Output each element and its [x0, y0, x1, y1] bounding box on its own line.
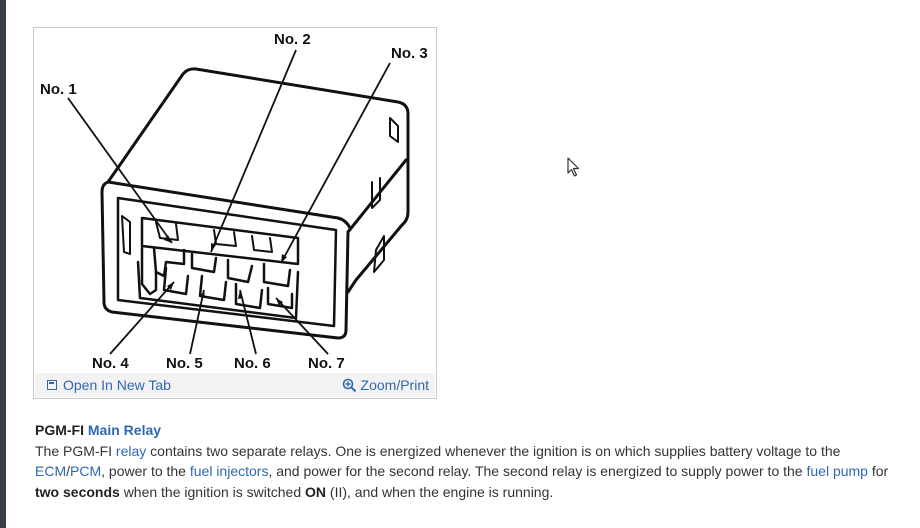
- mouse-pointer-icon: [567, 157, 580, 177]
- figure-toolbar: Open In New Tab Zoom/Print: [35, 373, 435, 397]
- zoom-print-link[interactable]: Zoom/Print: [342, 377, 429, 393]
- caption-text-5: for: [871, 463, 889, 479]
- slash-text: /: [66, 463, 71, 479]
- caption-text-6: when the ignition is switched: [123, 483, 302, 500]
- relay-link[interactable]: relay: [115, 442, 147, 459]
- fuel-pump-link[interactable]: fuel pump: [806, 463, 868, 479]
- left-edge-bar: [0, 0, 6, 528]
- caption-text-2: contains two separate relays. One is ene…: [150, 442, 841, 459]
- open-in-new-tab-link[interactable]: Open In New Tab: [47, 377, 171, 393]
- open-in-new-tab-icon: [47, 380, 57, 390]
- relay-illustration: No. 1 No. 2 No. 3 No. 4 No. 5 No. 6 No. …: [40, 32, 428, 372]
- fuel-injectors-link[interactable]: fuel injectors: [189, 463, 269, 479]
- relay-caption: PGM-FI Main Relay The PGM-FI relay conta…: [35, 420, 905, 502]
- zoom-print-label: Zoom/Print: [360, 377, 429, 393]
- two-seconds-text: two seconds: [35, 483, 120, 500]
- callout-no-6: No. 6: [234, 355, 271, 372]
- open-in-new-tab-label: Open In New Tab: [63, 377, 171, 393]
- callout-no-7: No. 7: [308, 355, 345, 372]
- ecm-link[interactable]: ECM: [35, 463, 67, 479]
- caption-title: PGM-FI Main Relay: [35, 420, 905, 441]
- caption-text-3: , power to the: [101, 463, 186, 479]
- callout-no-3: No. 3: [391, 45, 428, 62]
- callout-no-1: No. 1: [40, 81, 77, 98]
- caption-text-1: The PGM-FI: [35, 442, 113, 459]
- magnifier-plus-icon: [342, 378, 356, 392]
- pcm-link[interactable]: PCM: [70, 463, 102, 479]
- callout-no-4: No. 4: [92, 355, 129, 372]
- relay-diagram: No. 1 No. 2 No. 3 No. 4 No. 5 No. 6 No. …: [38, 32, 432, 376]
- main-relay-link[interactable]: Main Relay: [87, 422, 162, 438]
- caption-text-7: (II), and when the engine is running.: [329, 483, 554, 500]
- caption-title-prefix: PGM-FI: [35, 422, 84, 438]
- callout-no-5: No. 5: [166, 355, 203, 372]
- caption-paragraph: The PGM-FI relay contains two separate r…: [35, 441, 905, 503]
- caption-text-4: , and power for the second relay. The se…: [268, 463, 803, 479]
- on-text: ON: [305, 483, 327, 500]
- callout-no-2: No. 2: [274, 32, 311, 48]
- relay-figure: No. 1 No. 2 No. 3 No. 4 No. 5 No. 6 No. …: [33, 27, 437, 399]
